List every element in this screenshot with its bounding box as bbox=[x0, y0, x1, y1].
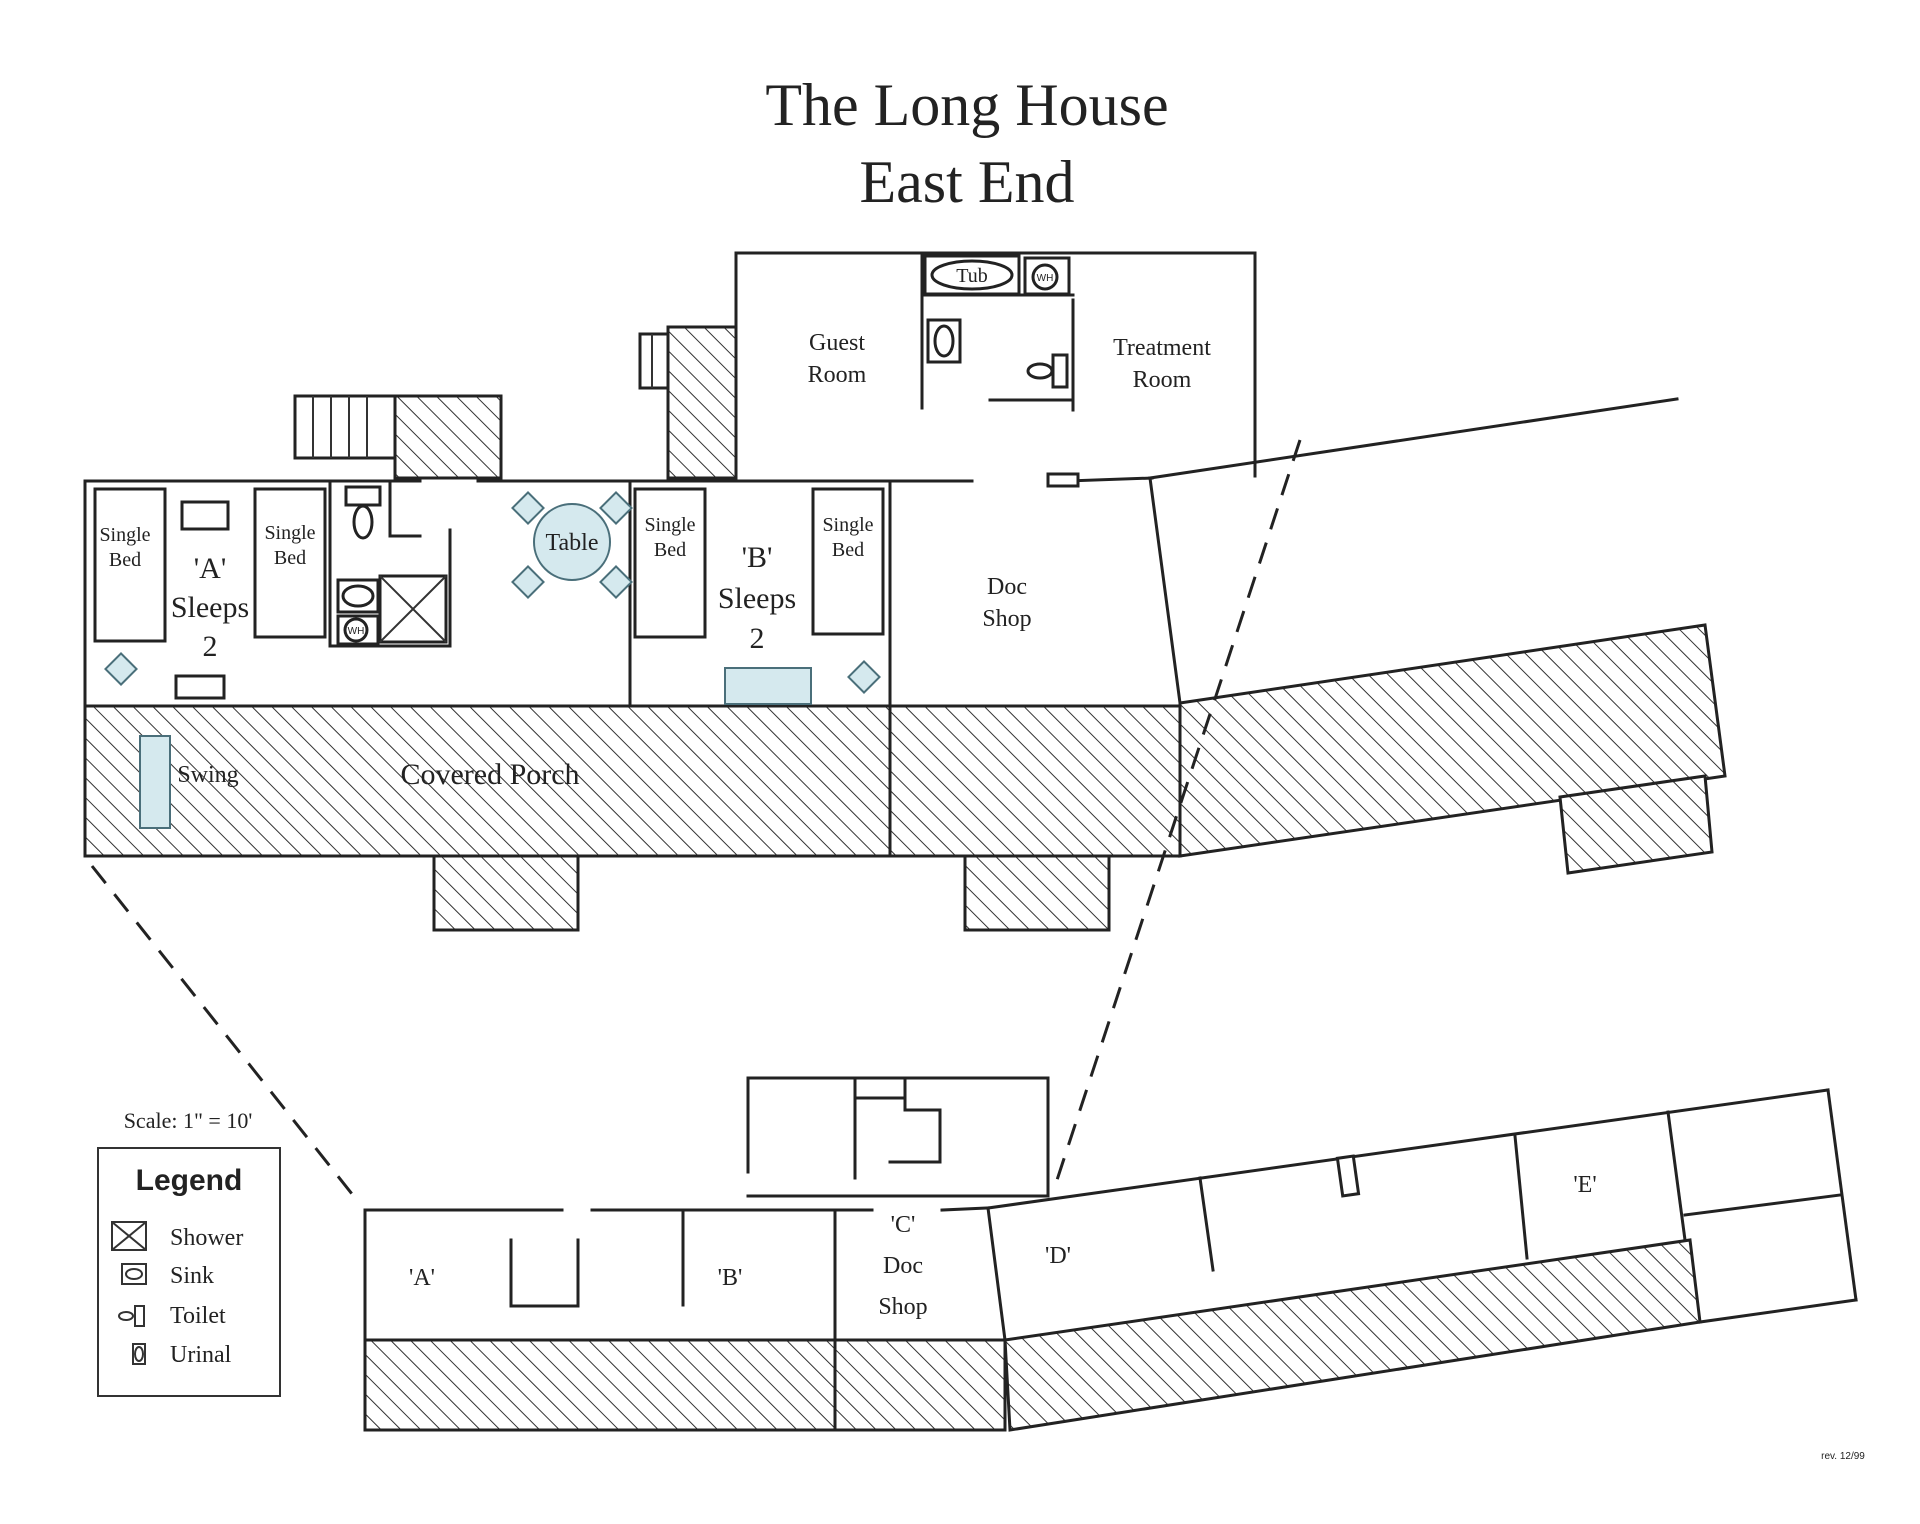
shower-icon bbox=[111, 1221, 147, 1251]
overview-room-e: 'E' bbox=[1573, 1172, 1596, 1198]
sink-icon bbox=[121, 1263, 147, 1285]
single-bed-a2-label-1: Single bbox=[264, 522, 315, 544]
single-bed-b1-label-1: Single bbox=[644, 514, 695, 536]
chair-3 bbox=[511, 565, 545, 599]
legend-toilet: Toilet bbox=[170, 1303, 226, 1329]
water-heater-treatment-label: WH bbox=[1037, 273, 1054, 284]
swing bbox=[139, 735, 171, 829]
single-bed-b1-label-2: Bed bbox=[654, 539, 686, 561]
room-b-sleeps: Sleeps bbox=[718, 582, 796, 615]
landing-east bbox=[666, 325, 738, 480]
overview-room-c-doc: Doc bbox=[883, 1253, 923, 1279]
legend-title: Legend bbox=[136, 1164, 243, 1197]
bathroom-a bbox=[328, 479, 452, 648]
main-building-walls bbox=[83, 397, 1679, 708]
table-label: Table bbox=[546, 530, 599, 556]
legend: Legend Shower Sink Toilet Urinal bbox=[97, 1147, 281, 1397]
urinal-bowl bbox=[933, 324, 955, 358]
covered-porch bbox=[83, 623, 1727, 932]
doc-shop-label-1: Doc bbox=[987, 574, 1027, 600]
revision-note: rev. 12/99 bbox=[1821, 1451, 1865, 1462]
single-bed-a2-label-2: Bed bbox=[274, 547, 306, 569]
toilet-a-bowl bbox=[352, 504, 374, 540]
stairs-east bbox=[638, 332, 670, 390]
landing-west bbox=[393, 394, 503, 480]
room-b-count: 2 bbox=[750, 622, 765, 655]
doc-shop-label-2: Shop bbox=[982, 606, 1031, 632]
table bbox=[533, 503, 611, 581]
chair-1 bbox=[511, 491, 545, 525]
sink-a-basin bbox=[341, 584, 375, 608]
treatment-room-label-1: Treatment bbox=[1113, 335, 1211, 361]
toilet-treatment-tank bbox=[1051, 353, 1069, 389]
swing-label: Swing bbox=[177, 762, 238, 788]
tub bbox=[930, 259, 1014, 291]
legend-shower: Shower bbox=[170, 1225, 243, 1251]
urinal-icon bbox=[132, 1343, 146, 1365]
room-a-name: 'A' bbox=[194, 552, 226, 585]
room-a-sleeps: Sleeps bbox=[171, 591, 249, 624]
dresser-b bbox=[724, 667, 812, 705]
legend-sink: Sink bbox=[170, 1263, 214, 1289]
overview-room-a: 'A' bbox=[409, 1265, 435, 1291]
treatment-room-label-2: Room bbox=[1133, 367, 1192, 393]
overview-room-d: 'D' bbox=[1045, 1243, 1071, 1269]
tub-label: Tub bbox=[956, 265, 988, 287]
scale-note: Scale: 1" = 10' bbox=[124, 1108, 253, 1133]
water-heater-a-icon bbox=[343, 617, 369, 643]
dresser-a bbox=[174, 674, 226, 700]
room-b-name: 'B' bbox=[742, 541, 773, 574]
zoom-line-right bbox=[1055, 439, 1302, 1181]
single-bed-b2-label-1: Single bbox=[822, 514, 873, 536]
single-bed-b2 bbox=[811, 487, 885, 636]
stairs-west bbox=[293, 394, 397, 460]
nightstand-a bbox=[180, 500, 230, 531]
overview-room-c: 'C' bbox=[891, 1212, 916, 1238]
single-bed-a2 bbox=[253, 487, 327, 639]
single-bed-a1-label-1: Single bbox=[99, 524, 150, 546]
overview-room-b: 'B' bbox=[718, 1265, 743, 1291]
overview-room-c-shop: Shop bbox=[878, 1294, 927, 1320]
toilet-icon bbox=[118, 1305, 145, 1327]
plan-title-line1: The Long House bbox=[765, 72, 1168, 138]
guest-room-label-2: Room bbox=[808, 362, 867, 388]
chair-4 bbox=[599, 565, 633, 599]
chair-b bbox=[847, 660, 881, 694]
zoom-line-left bbox=[90, 865, 354, 1195]
toilet-a bbox=[344, 485, 382, 507]
covered-porch-label: Covered Porch bbox=[400, 758, 579, 791]
single-bed-b2-label-2: Bed bbox=[832, 539, 864, 561]
toilet-treatment-bowl bbox=[1026, 362, 1054, 380]
chair-a bbox=[104, 652, 138, 686]
water-heater-treatment-icon bbox=[1031, 263, 1059, 291]
single-bed-b1 bbox=[633, 487, 707, 639]
overview-plan bbox=[363, 1076, 1858, 1432]
water-heater-a-label: WH bbox=[348, 626, 365, 637]
chair-2 bbox=[599, 491, 633, 525]
legend-urinal: Urinal bbox=[170, 1342, 232, 1368]
guest-room-label-1: Guest bbox=[809, 330, 865, 356]
plan-title-line2: East End bbox=[860, 149, 1075, 215]
shower-a bbox=[378, 574, 448, 644]
room-a-count: 2 bbox=[203, 630, 218, 663]
single-bed-a1 bbox=[93, 487, 167, 643]
single-bed-a1-label-2: Bed bbox=[109, 549, 141, 571]
